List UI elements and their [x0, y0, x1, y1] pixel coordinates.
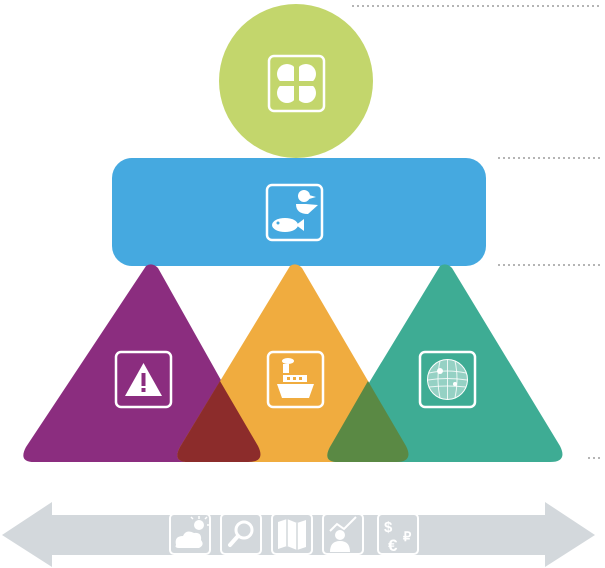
warning-icon: [114, 350, 173, 409]
disco-ball-icon: [418, 350, 477, 409]
weather-icon: [169, 513, 211, 555]
overlap-purple-orange: [177, 381, 261, 462]
person-trend-icon: [322, 513, 364, 555]
svg-text:€: €: [388, 536, 398, 555]
overlap-orange-teal: [327, 381, 409, 462]
search-icon: [220, 513, 262, 555]
connector-lines: [352, 5, 600, 459]
duck-and-fish-icon: [265, 183, 324, 242]
svg-text:$: $: [384, 519, 393, 536]
svg-text:₽: ₽: [403, 529, 412, 544]
ship-icon: [266, 350, 325, 409]
map-icon: [271, 513, 313, 555]
currency-icon: $ € ₽: [377, 513, 419, 555]
four-leaf-clover-icon: [267, 54, 326, 113]
middle-bar: [112, 158, 486, 266]
